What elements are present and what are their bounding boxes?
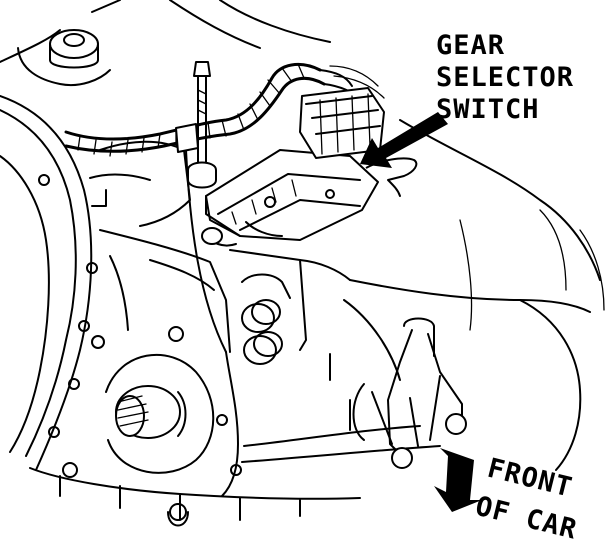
callout-arrow-icon (360, 112, 448, 168)
mounting-bolt (187, 61, 217, 189)
wiring-harness (64, 62, 385, 157)
shift-bosses (229, 249, 351, 365)
gear-selector-switch (201, 87, 418, 247)
selector-label: SELECTOR (436, 62, 574, 93)
switch-label: SWITCH (436, 94, 540, 125)
front-arrow-icon (434, 448, 482, 512)
transmission-case (0, 0, 361, 527)
mount-bracket (352, 317, 467, 469)
output-shaft (105, 353, 215, 474)
gear-label: GEAR (436, 30, 505, 61)
